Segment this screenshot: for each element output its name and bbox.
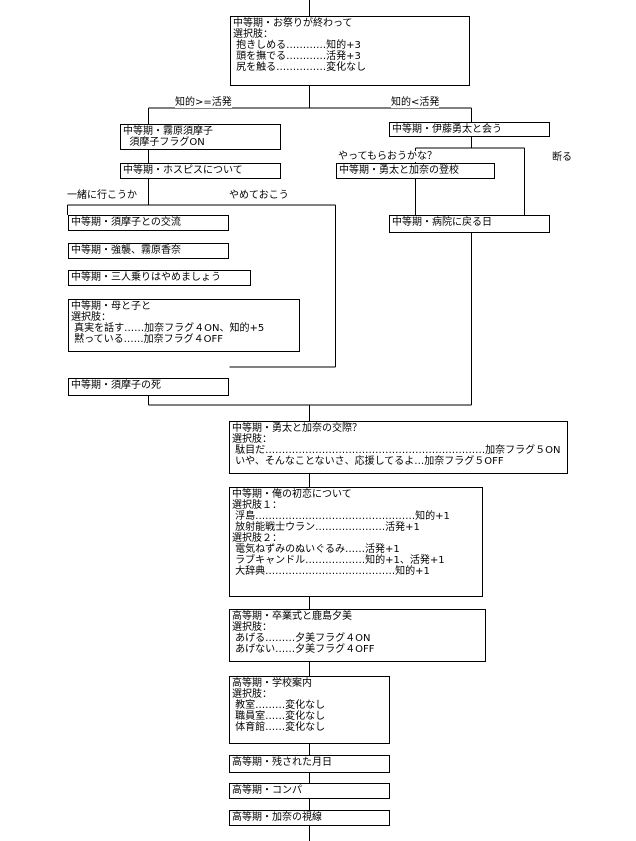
node-line: 浮島…………………………………………知的+1 xyxy=(232,511,450,522)
node-title: 中等期・須摩子との交流 xyxy=(71,217,181,228)
node-hospice: 中等期・ホスピスについて xyxy=(120,163,281,179)
node-line: 教室………変化なし xyxy=(232,700,326,711)
node-line: 選択肢： xyxy=(233,29,273,40)
node-sumako-shi: 中等期・須摩子の死 xyxy=(68,378,229,396)
node-line: 選択肢： xyxy=(232,689,272,700)
node-title: 高等期・残された月日 xyxy=(232,757,332,768)
node-title: 中等期・霧原須摩子 xyxy=(123,126,213,137)
node-title: 高等期・学校案内 xyxy=(232,678,312,689)
label-chi-ge-kappatsu: 知的>=活発 xyxy=(175,97,232,108)
node-line: 尻を触る……………変化なし xyxy=(233,62,367,73)
node-line: 選択肢： xyxy=(232,434,272,445)
node-line: あげる………夕美フラグ４ON xyxy=(232,633,371,644)
node-title: 高等期・加奈の視線 xyxy=(232,812,322,823)
node-yuta-kana-kousai: 中等期・勇太と加奈の交際？選択肢： 駄目だ…………………………………………………… xyxy=(229,421,568,474)
node-gakkou-annai: 高等期・学校案内選択肢： 教室………変化なし 職員室……変化なし 体育館……変化… xyxy=(229,676,390,744)
label-kotowaru: 断る xyxy=(552,152,572,163)
node-line: 真実を話す……加奈フラグ４ON、知的+5 xyxy=(71,323,265,334)
node-nokosareta-tsukihi: 高等期・残された月日 xyxy=(229,755,390,773)
node-line: 放射能戦士ウラン…………………活発+1 xyxy=(232,522,420,533)
node-title: 中等期・俺の初恋について xyxy=(232,489,352,500)
node-line: あげない……夕美フラグ４OFF xyxy=(232,644,375,655)
node-kyoushuu: 中等期・強襲、霧原香奈 xyxy=(68,243,229,259)
node-line: いや、そんなことないさ、応援してるよ…加奈フラグ５OFF xyxy=(232,456,504,467)
node-yuta-kana-touko: 中等期・勇太と加奈の登校 xyxy=(336,163,495,179)
node-title: 中等期・勇太と加奈の交際？ xyxy=(232,423,362,434)
node-line: 抱きしめる…………知的+3 xyxy=(233,40,361,51)
node-title: 中等期・伊藤勇太と会う xyxy=(392,124,502,135)
node-title: 高等期・コンパ xyxy=(232,785,302,796)
node-title: 中等期・須摩子の死 xyxy=(71,380,161,391)
node-title: 中等期・勇太と加奈の登校 xyxy=(339,165,459,176)
node-line: 選択肢２： xyxy=(232,533,282,544)
node-line: ラブキャンドル………………知的+1、活発+1 xyxy=(232,555,445,566)
node-line: 選択肢： xyxy=(71,312,111,323)
node-title: 高等期・卒業式と鹿島夕美 xyxy=(232,611,352,622)
node-line: 職員室……変化なし xyxy=(232,711,326,722)
node-title: 中等期・病院に戻る日 xyxy=(392,217,492,228)
node-title: 中等期・ホスピスについて xyxy=(123,165,243,176)
node-sumako-kouryu: 中等期・須摩子との交流 xyxy=(68,215,229,231)
node-line: 選択肢１： xyxy=(232,500,282,511)
node-omatsuri: 中等期・お祭りが終わって選択肢： 抱きしめる…………知的+3 頭を撫でる…………… xyxy=(230,16,470,86)
label-yamete-okou: やめておこう xyxy=(229,190,289,201)
node-line: 大辞典…………………………………知的+1 xyxy=(232,566,430,577)
node-ito-yuta: 中等期・伊藤勇太と会う xyxy=(389,122,550,137)
node-sotsugyoushiki: 高等期・卒業式と鹿島夕美選択肢： あげる………夕美フラグ４ON あげない……夕美… xyxy=(229,609,486,662)
node-line: 選択肢： xyxy=(232,622,272,633)
label-chi-lt-kappatsu: 知的<活発 xyxy=(391,97,440,108)
node-line: 駄目だ…………………………………………………………加奈フラグ５ON xyxy=(232,445,561,456)
node-title: 中等期・強襲、霧原香奈 xyxy=(71,245,181,256)
label-issho-ni: 一緒に行こうか xyxy=(67,190,137,201)
node-line: 頭を撫でる…………活発+3 xyxy=(233,51,361,62)
node-sannin-nori: 中等期・三人乗りはやめましょう xyxy=(68,270,251,286)
node-konpa: 高等期・コンパ xyxy=(229,783,390,799)
node-title: 中等期・三人乗りはやめましょう xyxy=(71,272,221,283)
node-line: 須摩子フラグON xyxy=(123,137,205,148)
node-line: 体育館……変化なし xyxy=(232,722,326,733)
label-yatte-moraou: やってもらおうかな？ xyxy=(338,151,437,162)
node-title: 中等期・お祭りが終わって xyxy=(233,18,353,29)
node-hatsukoi: 中等期・俺の初恋について選択肢１： 浮島…………………………………………知的+1… xyxy=(229,487,483,597)
node-title: 中等期・母と子と xyxy=(71,301,151,312)
node-haha-to-ko: 中等期・母と子と選択肢： 真実を話す……加奈フラグ４ON、知的+5 黙っている…… xyxy=(68,299,300,352)
node-line: 電気ねずみのぬいぐるみ……活発+1 xyxy=(232,544,400,555)
node-byouin: 中等期・病院に戻る日 xyxy=(389,215,550,233)
node-line: 黙っている……加奈フラグ４OFF xyxy=(71,334,224,345)
node-kana-shisen: 高等期・加奈の視線 xyxy=(229,810,390,826)
node-kirihara-sumako: 中等期・霧原須摩子 須摩子フラグON xyxy=(120,124,281,150)
